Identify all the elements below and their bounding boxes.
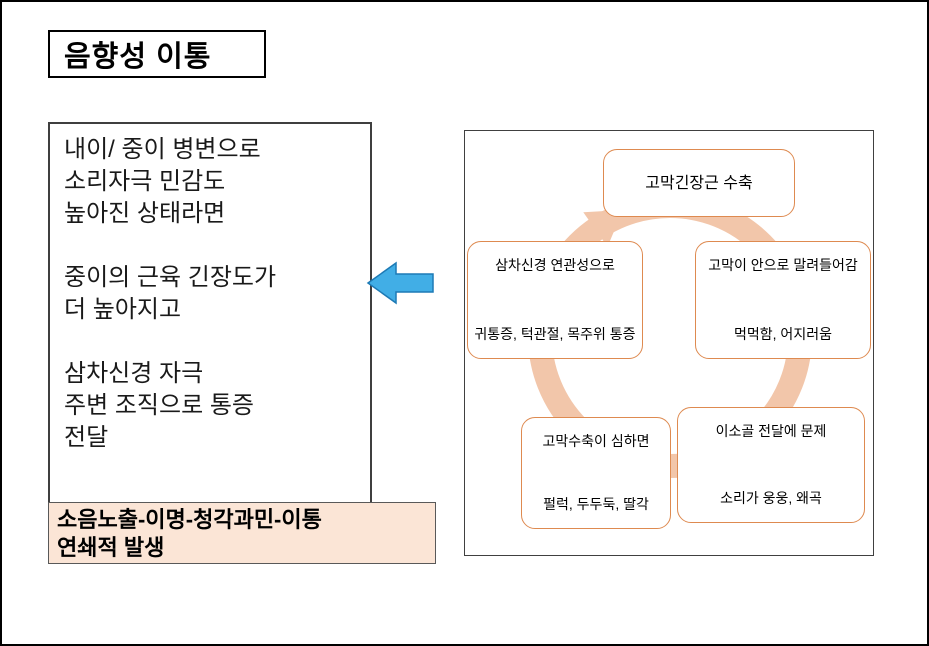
cycle-node-ossicle-transmission-problem: 이소골 전달에 문제 소리가 웅웅, 왜곡: [677, 407, 865, 523]
cycle-node-trigeminal-referred-pain: 삼차신경 연관성으로 귀통증, 턱관절, 목주위 통증: [467, 241, 643, 359]
cycle-diagram-panel: 고막긴장근 수축 고막이 안으로 말려들어감 먹먹함, 어지러움 삼차신경 연관…: [464, 130, 874, 556]
cycle-node-line: 고막긴장근 수축: [645, 174, 753, 192]
cycle-node-line: 고막수축이 심하면: [542, 433, 650, 449]
cycle-node-severe-contraction-sounds: 고막수축이 심하면 펄럭, 두두둑, 딸각: [521, 417, 671, 529]
cycle-node-line: 이소골 전달에 문제: [715, 423, 827, 439]
page-title-text: 음향성 이통: [64, 41, 212, 73]
cycle-node-tympanic-muscle-contraction: 고막긴장근 수축: [603, 149, 795, 217]
cycle-node-line: 귀통증, 턱관절, 목주위 통증: [474, 326, 636, 342]
cycle-node-line: 소리가 웅웅, 왜곡: [720, 490, 822, 506]
cycle-node-eardrum-retraction: 고막이 안으로 말려들어감 먹먹함, 어지러움: [695, 241, 871, 359]
cycle-node-line: 펄럭, 두두둑, 딸각: [543, 496, 649, 512]
cycle-node-line: 삼차신경 연관성으로: [495, 257, 615, 273]
highlight-note: 소음노출-이명-청각과민-이통 연쇄적 발생: [48, 502, 436, 564]
body-text: 내이/ 중이 병변으로 소리자극 민감도 높아진 상태라면 중이의 근육 긴장도…: [48, 122, 372, 504]
left-arrow-icon: [366, 261, 434, 305]
page-title: 음향성 이통: [48, 30, 266, 78]
cycle-node-line: 먹먹함, 어지러움: [734, 326, 832, 342]
cycle-node-line: 고막이 안으로 말려들어감: [708, 257, 858, 273]
